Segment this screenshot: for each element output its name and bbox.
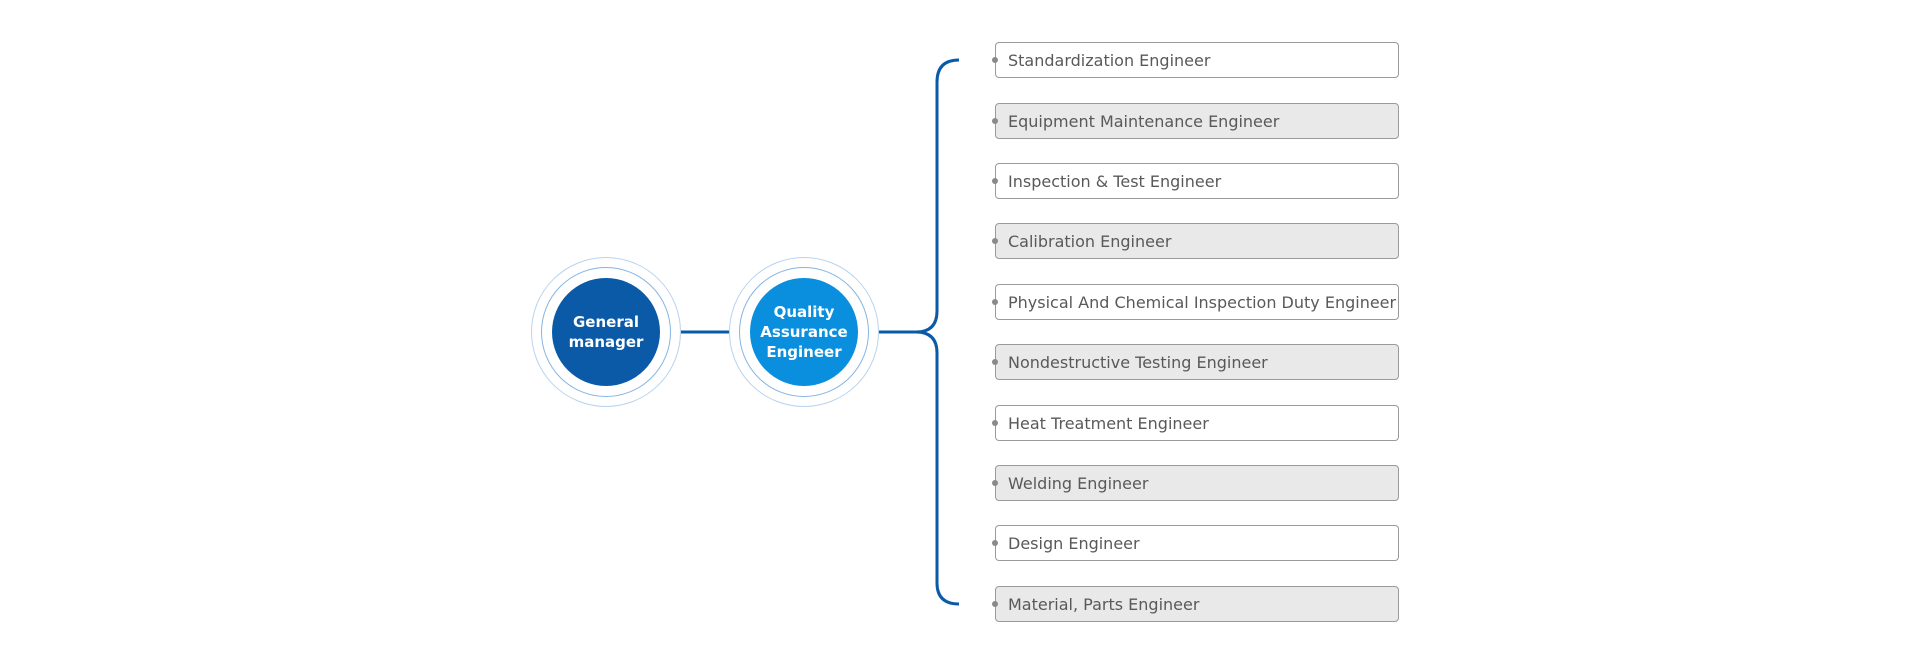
role-label: Standardization Engineer <box>1008 50 1211 70</box>
role-label: Material, Parts Engineer <box>1008 594 1200 614</box>
role-box-material-parts: Material, Parts Engineer <box>992 586 1399 622</box>
role-bracket <box>879 58 960 606</box>
role-label: Heat Treatment Engineer <box>1008 413 1209 433</box>
bullet-dot <box>992 299 998 305</box>
role-label: Design Engineer <box>1008 533 1140 553</box>
role-label: Welding Engineer <box>1008 473 1149 493</box>
role-label: Calibration Engineer <box>1008 231 1172 251</box>
bullet-dot <box>992 601 998 607</box>
bullet-dot <box>992 420 998 426</box>
bullet-dot <box>992 118 998 124</box>
quality-assurance-ring <box>739 267 869 397</box>
role-box-welding: Welding Engineer <box>992 465 1399 501</box>
role-label: Equipment Maintenance Engineer <box>1008 111 1280 131</box>
bullet-dot <box>992 480 998 486</box>
role-box-calibration: Calibration Engineer <box>992 223 1399 259</box>
role-box-standardization: Standardization Engineer <box>992 42 1399 78</box>
bullet-dot <box>992 540 998 546</box>
general-manager-label: General manager <box>552 278 660 386</box>
role-box-equipment-maintenance: Equipment Maintenance Engineer <box>992 103 1399 139</box>
role-label: Nondestructive Testing Engineer <box>1008 352 1268 372</box>
general-manager-node: General manager <box>531 257 681 407</box>
quality-assurance-label: Quality Assurance Engineer <box>750 278 858 386</box>
role-box-physical-chemical: Physical And Chemical Inspection Duty En… <box>992 284 1399 320</box>
bullet-dot <box>992 359 998 365</box>
bullet-dot <box>992 178 998 184</box>
bullet-dot <box>992 57 998 63</box>
role-box-heat-treatment: Heat Treatment Engineer <box>992 405 1399 441</box>
role-label: Inspection & Test Engineer <box>1008 171 1222 191</box>
quality-assurance-node: Quality Assurance Engineer <box>729 257 879 407</box>
role-label: Physical And Chemical Inspection Duty En… <box>1008 292 1397 312</box>
general-manager-ring <box>541 267 671 397</box>
role-box-inspection-test: Inspection & Test Engineer <box>992 163 1399 199</box>
bullet-dot <box>992 238 998 244</box>
role-box-nondestructive-testing: Nondestructive Testing Engineer <box>992 344 1399 380</box>
role-box-design: Design Engineer <box>992 525 1399 561</box>
